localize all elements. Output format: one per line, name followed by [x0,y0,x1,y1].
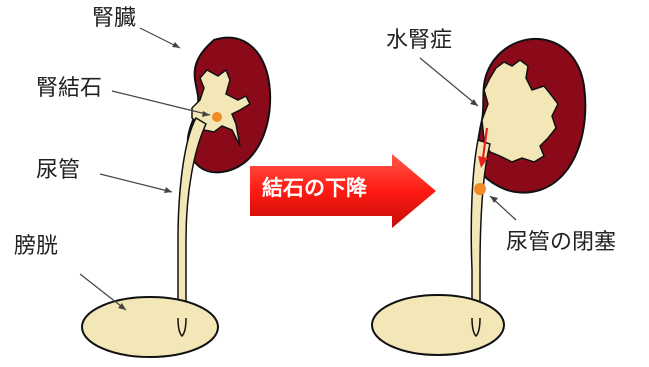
progression-arrow-label: 結石の下降 [262,178,367,199]
label-bladder: 膀胱 [14,236,58,258]
bladder-left [82,297,218,357]
label-ureter: 尿管 [36,160,80,182]
leader-ureter-arrowhead [164,187,172,193]
leader-ureter [100,174,172,192]
kidney-stone [212,112,222,122]
label-kidney: 腎臓 [92,8,136,30]
bladder-right [372,295,504,355]
normal-urinary-tract [80,28,270,357]
label-ureter-obstruction: 尿管の閉塞 [506,232,616,254]
label-hydronephrosis: 水腎症 [386,30,452,52]
leader-hydronephrosis [420,58,478,106]
label-kidney-stone: 腎結石 [36,78,102,100]
leader-kidney-stone [112,91,210,115]
obstructing-stone [474,183,486,195]
